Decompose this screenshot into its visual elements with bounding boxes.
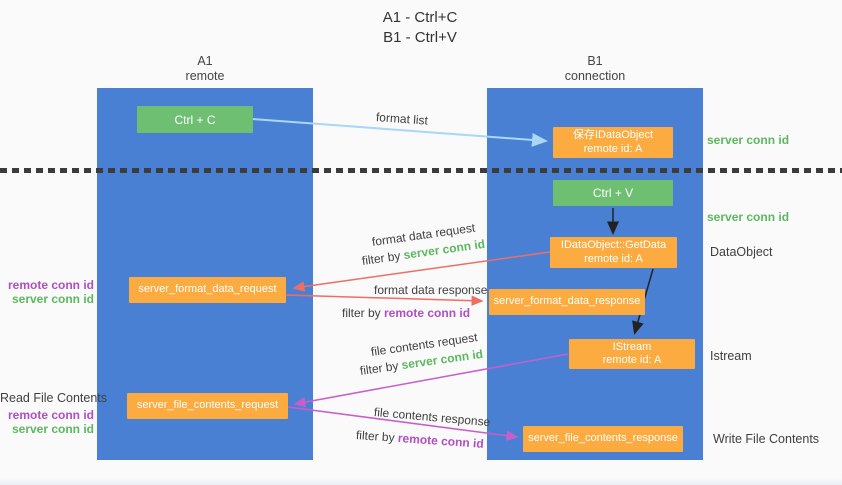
filter-prefix: filter by <box>359 358 403 378</box>
arrow-label-format-data-response-filter: filter by remote conn id <box>342 306 470 320</box>
label-file-server-conn-id: server conn id <box>11 422 94 436</box>
label-dataobject: DataObject <box>710 245 773 259</box>
bottom-edge-strip <box>0 478 842 485</box>
node-server-file-contents-response: server_file_contents_response <box>523 426 683 452</box>
node-save-idataobject-line2: remote id: A <box>583 142 643 155</box>
filter-prefix: filter by <box>361 248 405 268</box>
label-fmt-server-conn-id: server conn id <box>11 292 94 306</box>
node-save-idataobject: 保存IDataObject remote id: A <box>553 127 673 158</box>
node-getdata: IDataObject::GetData remote id: A <box>550 237 677 268</box>
label-istream: Istream <box>710 349 752 363</box>
node-ctrl-c: Ctrl + C <box>137 106 253 133</box>
node-ctrl-c-label: Ctrl + C <box>174 112 216 127</box>
node-istream: IStream remote id: A <box>569 339 695 369</box>
lifeline-b1-name: B1 <box>587 54 603 68</box>
label-write-file-contents: Write File Contents <box>713 432 820 446</box>
arrow-label-format-data-response: format data response <box>374 283 488 297</box>
label-file-conn-ids: remote conn id server conn id <box>0 408 94 436</box>
label-fmt-remote-conn-id: remote conn id <box>7 278 94 292</box>
arrow-label-file-contents-response: file contents response <box>373 405 491 430</box>
arrow-label-format-list: format list <box>375 110 429 128</box>
node-ctrl-v-label: Ctrl + V <box>592 186 634 200</box>
phase-separator-dotted-line <box>0 168 842 173</box>
lifeline-header-a1: A1 remote <box>97 54 313 84</box>
node-save-idataobject-line1: 保存IDataObject <box>572 129 654 141</box>
filter-prefix: filter by <box>355 428 399 445</box>
node-server-file-contents-response-label: server_file_contents_response <box>528 432 678 445</box>
node-istream-line1: IStream <box>612 340 652 353</box>
lifeline-header-b1: B1 connection <box>487 54 703 84</box>
lifeline-b1-role: connection <box>564 69 626 83</box>
node-server-file-contents-request: server_file_contents_request <box>127 393 288 419</box>
filter-key-remote-conn-id: remote conn id <box>397 430 485 451</box>
node-istream-line2: remote id: A <box>602 354 662 366</box>
title-line-2: B1 - Ctrl+V <box>383 29 457 46</box>
title-line-1: A1 - Ctrl+C <box>382 9 458 26</box>
node-server-format-data-response: server_format_data_response <box>489 289 645 315</box>
label-read-file-contents: Read File Contents <box>0 391 108 405</box>
filter-key-remote-conn-id: remote conn id <box>384 306 471 320</box>
label-server-conn-id-top: server conn id <box>707 133 790 147</box>
node-server-file-contents-request-label: server_file_contents_request <box>136 399 279 412</box>
label-format-conn-ids: remote conn id server conn id <box>0 278 94 306</box>
node-getdata-line2: remote id: A <box>584 252 643 265</box>
node-server-format-data-response-label: server_format_data_response <box>493 295 641 308</box>
node-ctrl-v: Ctrl + V <box>553 180 673 206</box>
node-server-format-data-request-label: server_format_data_request <box>138 283 277 296</box>
diagram-title: A1 - Ctrl+C B1 - Ctrl+V <box>300 8 540 48</box>
node-getdata-line1: IDataObject::GetData <box>560 239 667 251</box>
label-server-conn-id-mid: server conn id <box>707 210 790 224</box>
filter-prefix: filter by <box>342 306 385 320</box>
node-server-format-data-request: server_format_data_request <box>129 277 286 303</box>
lifeline-a1-role: remote <box>185 69 225 83</box>
label-file-remote-conn-id: remote conn id <box>7 408 94 422</box>
arrow-label-file-contents-response-filter: filter by remote conn id <box>356 428 485 451</box>
lifeline-a1-name: A1 <box>197 54 213 68</box>
